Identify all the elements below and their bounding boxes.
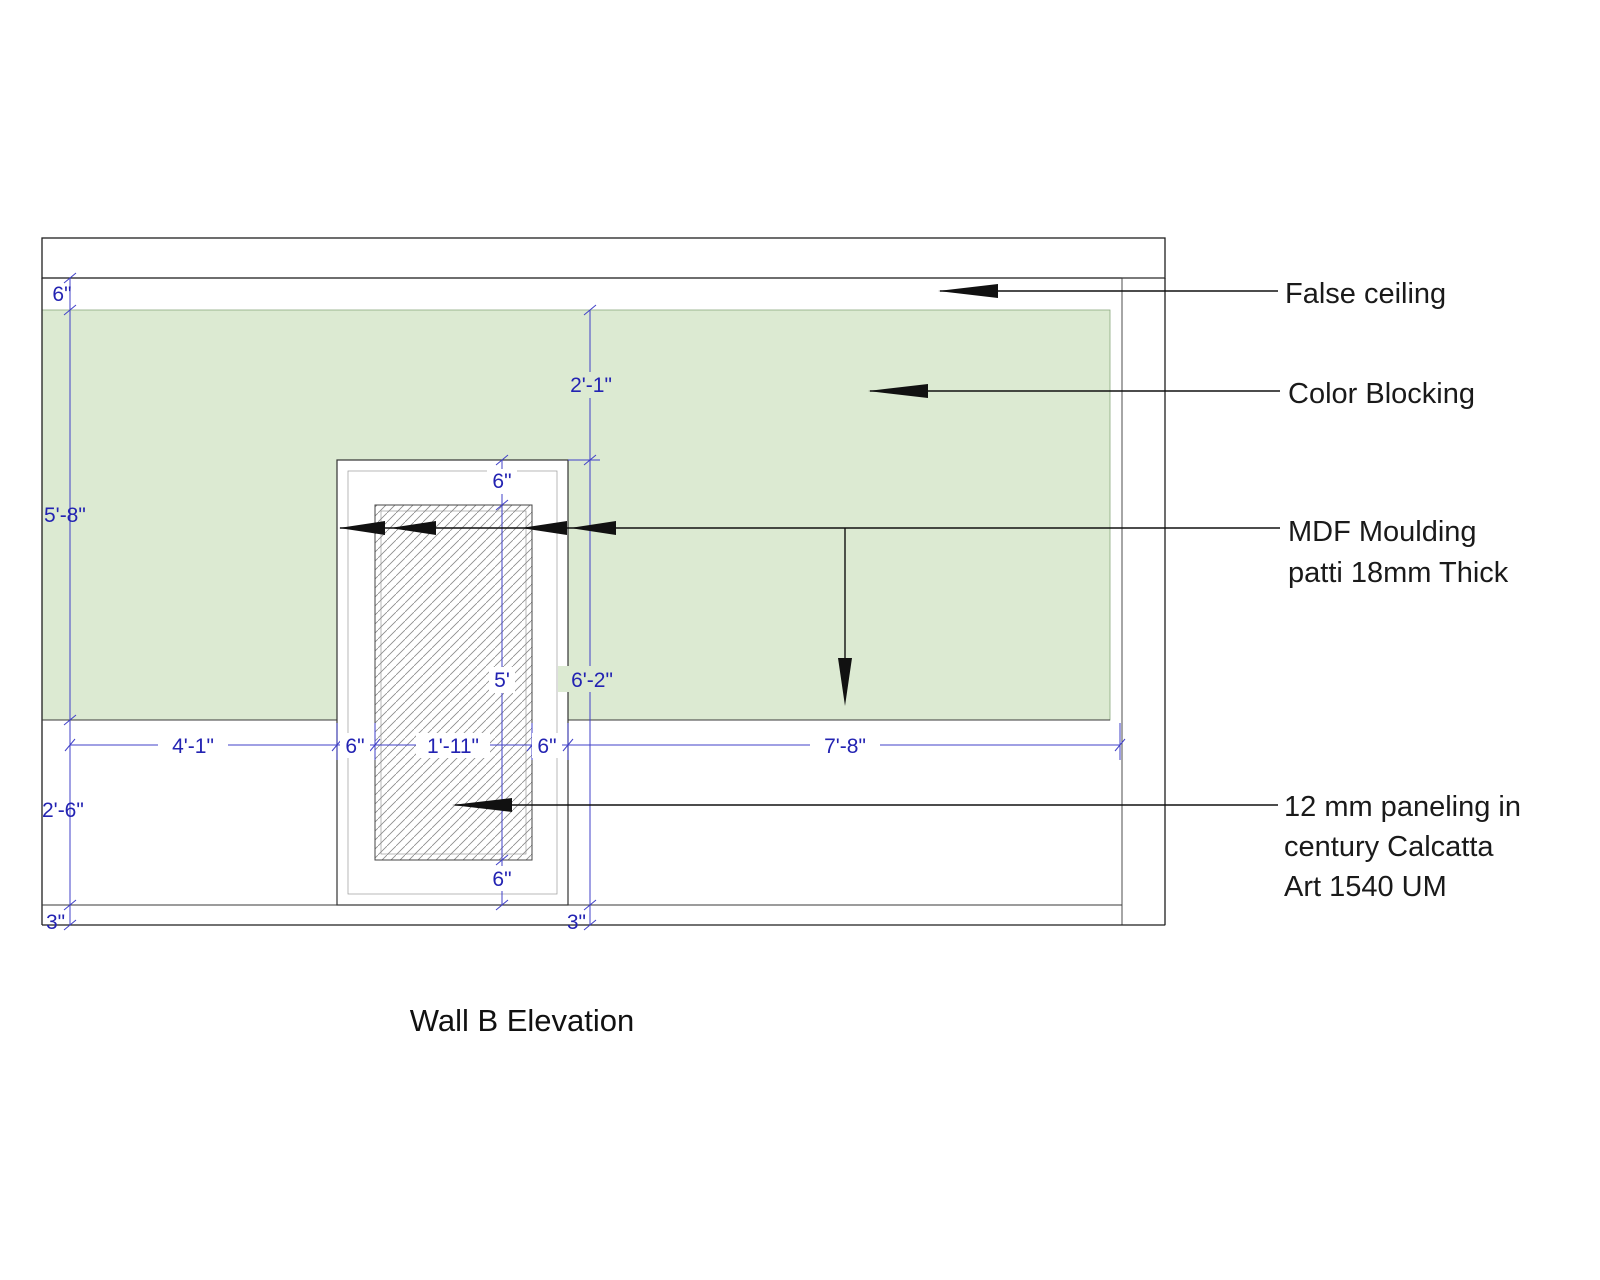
- mdf-arrow-2-icon: [390, 521, 436, 535]
- dim-lower-height: 2'-6": [42, 799, 84, 822]
- dimension-text-backgrounds: [158, 372, 880, 891]
- dim-green-height: 5'-8": [44, 504, 86, 527]
- mdf-arrow-4-icon: [570, 521, 616, 535]
- mdf-arrow-1-icon: [339, 521, 385, 535]
- moulding-inner-frame: [347, 470, 558, 895]
- slab-section: [41, 237, 1166, 279]
- note-mdf-line2: patti 18mm Thick: [1288, 557, 1509, 589]
- note-false-ceiling: False ceiling: [1285, 278, 1446, 310]
- dim-frame-bottom: 6": [492, 868, 511, 891]
- color-blocking-area: [41, 309, 1111, 721]
- dimension-texts: 6" 5'-8" 2'-1" 6" 5' 6'-2" 6" 2'-6" 3" 3…: [42, 283, 866, 934]
- note-paneling-line3: Art 1540 UM: [1284, 871, 1447, 903]
- mdf-arrow-down-icon: [838, 658, 852, 706]
- annotation-leaders: [339, 284, 1280, 812]
- false-ceiling-arrow-icon: [938, 284, 998, 298]
- dim-frame-top: 6": [492, 470, 511, 493]
- dim-base-right: 3": [567, 911, 586, 934]
- color-blocking-arrow-icon: [868, 384, 928, 398]
- paneling-arrow-icon: [452, 798, 512, 812]
- dim-frame-right: 6": [537, 735, 556, 758]
- dim-right-width: 7'-8": [824, 735, 866, 758]
- dim-base-left: 3": [46, 911, 65, 934]
- wall-outline: [41, 278, 1166, 926]
- ceiling-slab: [41, 237, 1166, 279]
- note-paneling-line2: century Calcatta: [1284, 831, 1494, 863]
- note-paneling-line1: 12 mm paneling in: [1284, 791, 1521, 823]
- mdf-arrow-3-icon: [521, 521, 567, 535]
- dim-frame-left: 6": [345, 735, 364, 758]
- dim-ceiling-gap: 6": [52, 283, 71, 306]
- dim-top-to-frame: 2'-1": [570, 374, 612, 397]
- note-color-blocking: Color Blocking: [1288, 378, 1475, 410]
- wall-section-hatch: [1121, 277, 1166, 926]
- note-mdf-line1: MDF Moulding: [1288, 516, 1477, 548]
- dim-frame-height: 6'-2": [571, 669, 613, 692]
- dim-left-width: 4'-1": [172, 735, 214, 758]
- paneling-inner-edge: [380, 510, 527, 855]
- annotation-texts: False ceiling Color Blocking MDF Mouldin…: [1284, 278, 1521, 903]
- dim-panel-width: 1'-11": [427, 735, 479, 758]
- dim-panel-height: 5': [494, 669, 510, 692]
- drawing-title: Wall B Elevation: [410, 1003, 635, 1038]
